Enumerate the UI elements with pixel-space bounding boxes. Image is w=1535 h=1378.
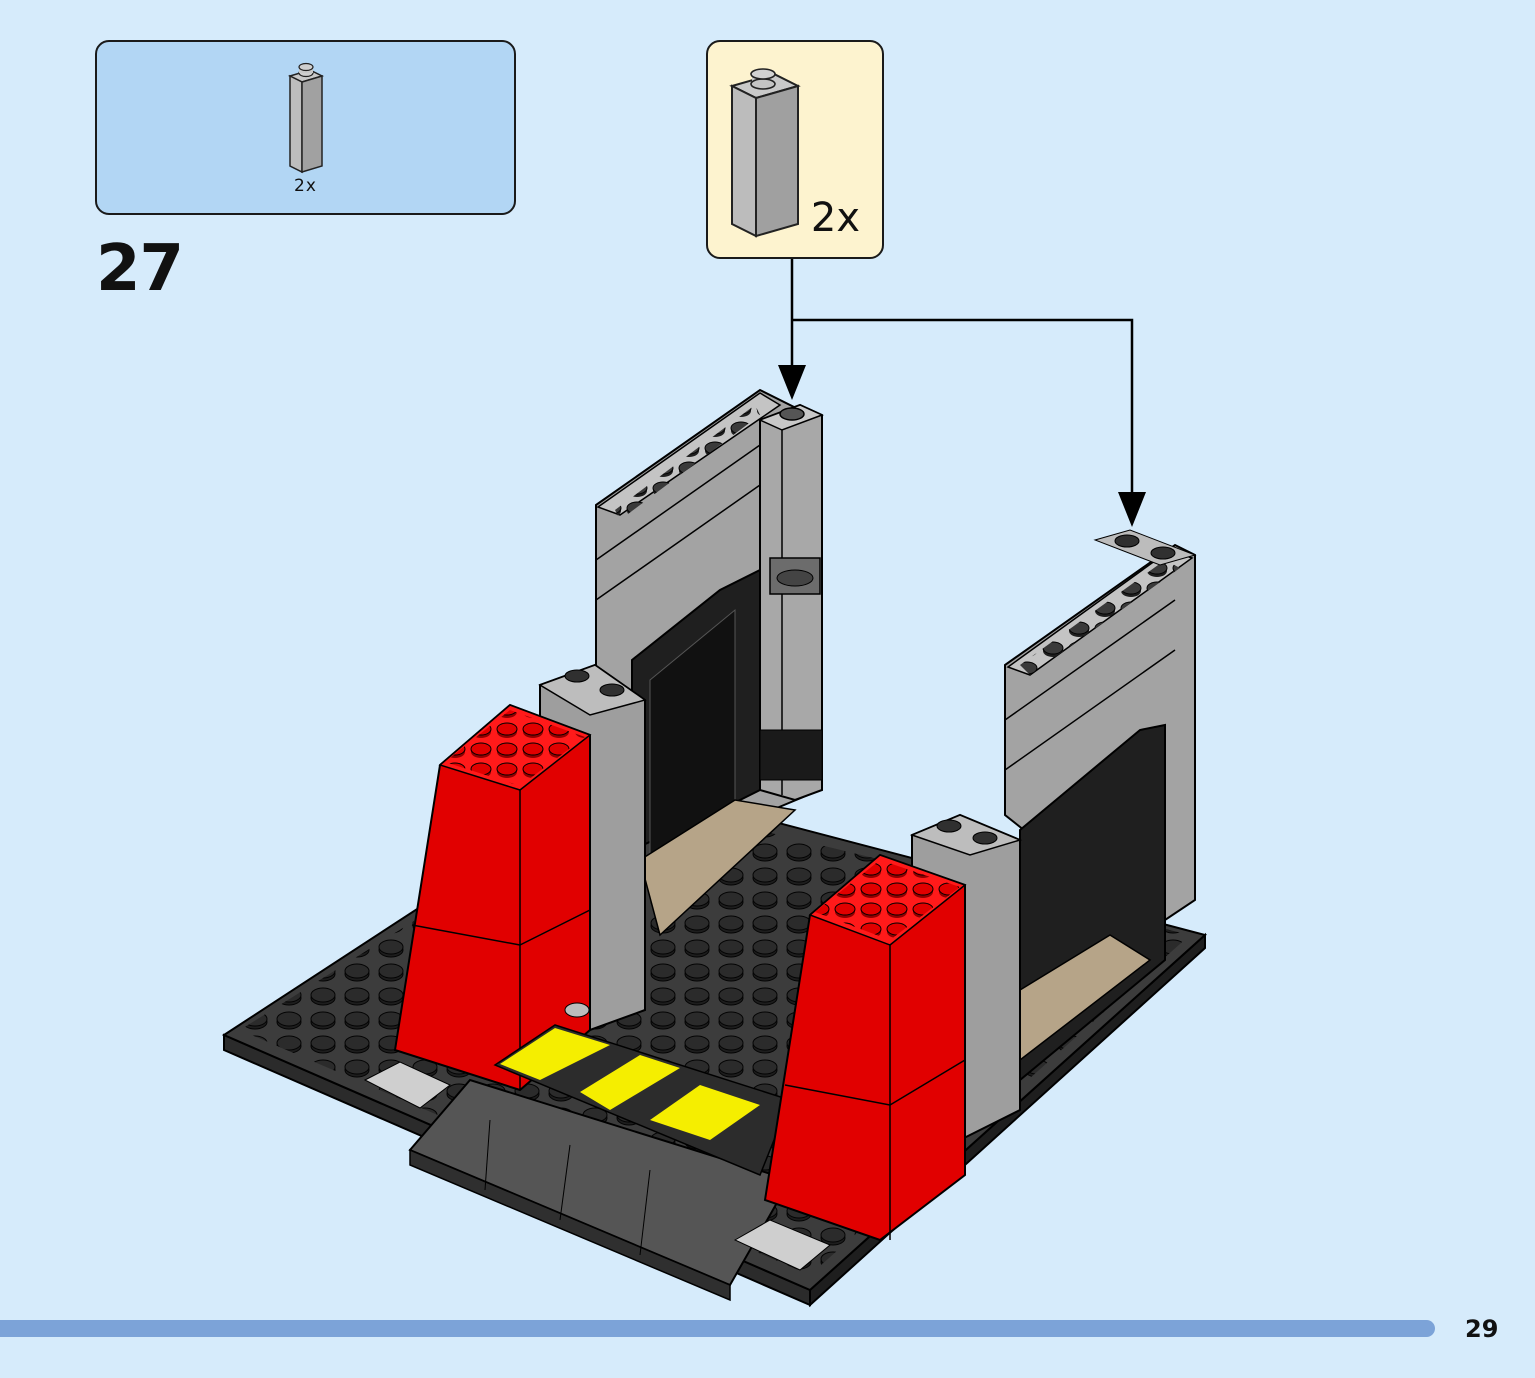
gray-brick-icon (287, 62, 325, 174)
arrow-head-right (1118, 492, 1146, 527)
callout-panel: 2x (706, 40, 884, 259)
step-number: 27 (96, 232, 184, 306)
arrows (790, 259, 1134, 500)
gray-brick-icon (729, 68, 801, 238)
arrow-head-left (778, 365, 806, 400)
page-number: 29 (1465, 1315, 1499, 1343)
parts-quantity: 2x (294, 176, 317, 196)
parts-list-panel: 2x (95, 40, 516, 215)
callout-quantity: 2x (810, 195, 860, 241)
footer-progress-bar (0, 1320, 1435, 1337)
